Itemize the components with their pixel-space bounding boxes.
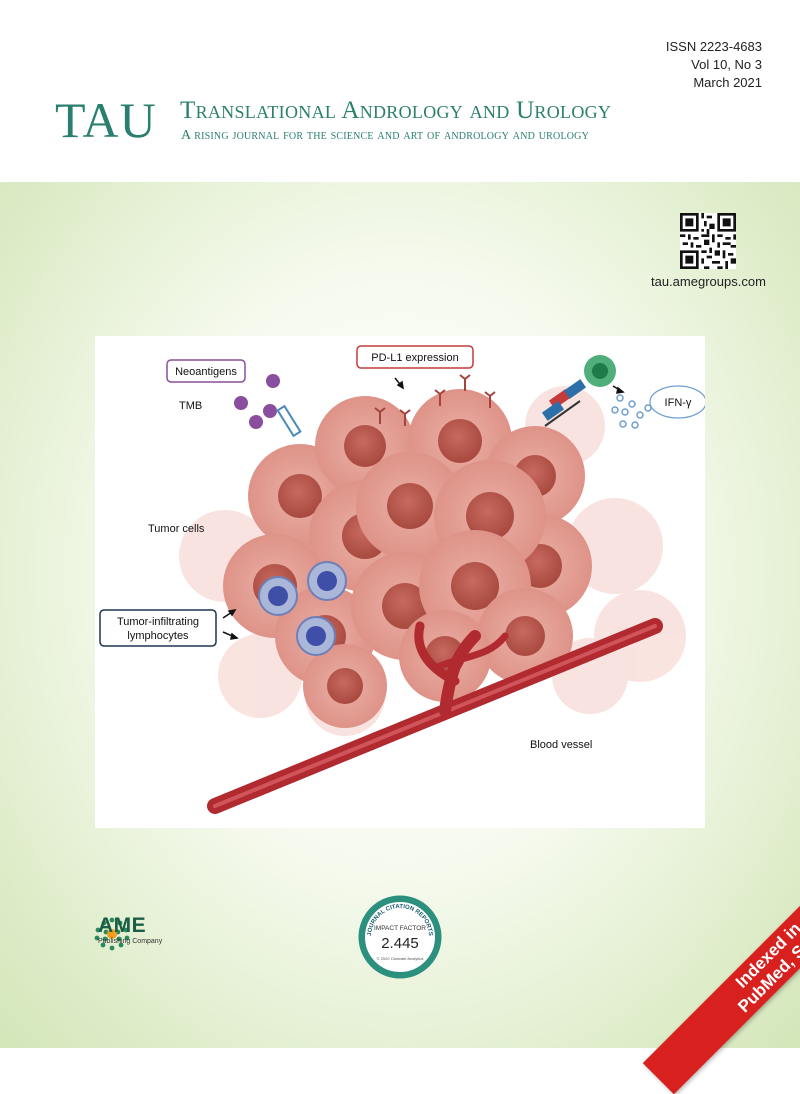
- pdl1-receptors: [374, 374, 496, 426]
- issue-date: March 2021: [693, 75, 762, 90]
- ifn-dots: [611, 394, 652, 429]
- publisher-name: AME: [98, 914, 147, 937]
- label-tmb: TMB: [179, 400, 202, 412]
- label-pdl1: PD-L1 expression: [371, 352, 458, 364]
- label-neoantigens: Neoantigens: [175, 366, 237, 378]
- issue-info: ISSN 2223-4683 Vol 10, No 3 March 2021: [666, 38, 762, 92]
- volume-number: Vol 10, No 3: [691, 57, 762, 72]
- label-blood-vessel: Blood vessel: [530, 739, 592, 751]
- cover-illustration: Neoantigens TMB PD-L1 expression IFN-γ T…: [95, 336, 705, 828]
- impact-factor-badge: JOURNAL CITATION REPORTS IMPACT FACTOR 2…: [358, 895, 442, 979]
- tcr-receptor-icon: [276, 404, 302, 438]
- badge-value: 2.445: [381, 935, 419, 952]
- ame-logo-icon: [94, 917, 130, 951]
- neoantigens-box: [166, 359, 246, 383]
- blood-vessel: [207, 618, 663, 814]
- journal-logo: TAU: [55, 92, 157, 148]
- journal-header: ISSN 2223-4683 Vol 10, No 3 March 2021 T…: [0, 0, 800, 182]
- label-til-line1: Tumor-infiltrating: [117, 616, 199, 628]
- til-box: [99, 609, 217, 647]
- pdl1-box: [356, 345, 474, 369]
- immune-synapse-icon: [541, 355, 616, 427]
- publisher-subtitle: Publishing Company: [98, 938, 163, 945]
- label-ifn: IFN-γ: [665, 397, 692, 409]
- journal-url[interactable]: tau.amegroups.com: [651, 274, 766, 289]
- neoantigen-dots: [234, 374, 280, 429]
- journal-subtitle: A rising journal for the science and art…: [181, 128, 590, 143]
- badge-label: IMPACT FACTOR: [374, 925, 426, 932]
- label-til-line2: lymphocytes: [127, 630, 189, 642]
- lymphocytes: [258, 561, 347, 656]
- label-tumor-cells: Tumor cells: [148, 523, 205, 535]
- journal-title: Translational Andrology and Urology: [180, 97, 612, 124]
- issn: ISSN 2223-4683: [665, 39, 762, 54]
- badge-footer: © 2020 Clarivate Analytics: [377, 956, 424, 961]
- qr-code-icon: [680, 213, 736, 269]
- ifn-box: [649, 385, 705, 419]
- arrows: [222, 377, 625, 640]
